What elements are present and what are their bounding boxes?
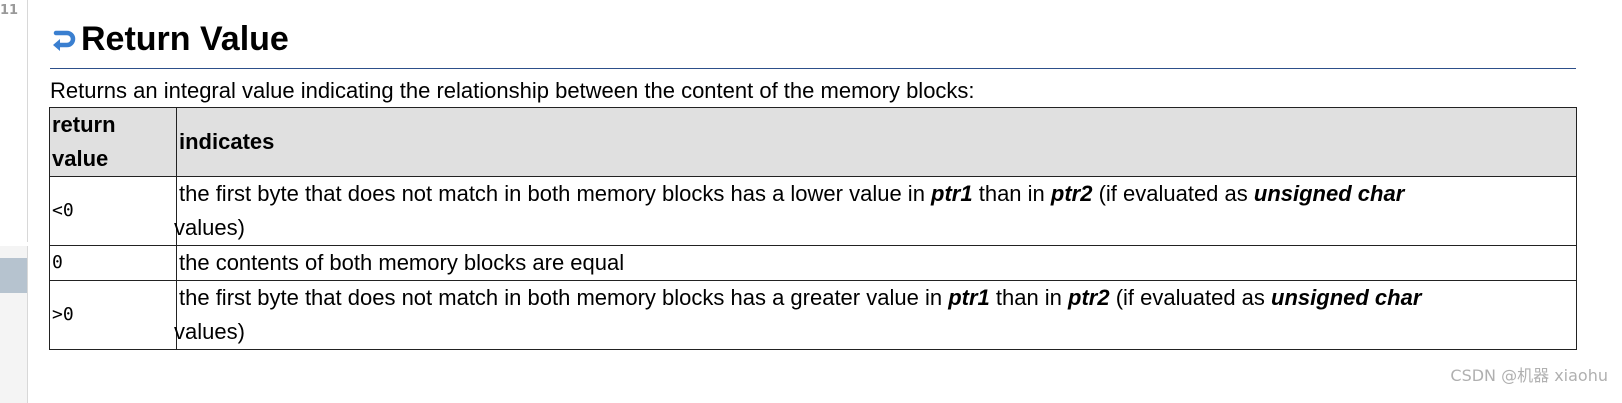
return-value-cell: 0	[49, 245, 177, 281]
section-heading: Return Value	[50, 18, 1576, 69]
section-title: Return Value	[81, 20, 289, 58]
text: (if evaluated as	[1092, 181, 1254, 206]
header-label: return value	[52, 112, 116, 171]
return-value-cell: >0	[49, 280, 177, 350]
text: values)	[174, 215, 245, 240]
header-indicates: indicates	[176, 107, 1577, 177]
description-cell: the contents of both memory blocks are e…	[176, 245, 1577, 281]
watermark: CSDN @机器 xiaohu	[1450, 366, 1608, 385]
return-arrow-icon	[53, 30, 76, 51]
intro-paragraph: Returns an integral value indicating the…	[50, 78, 975, 103]
param-ptr1: ptr1	[948, 285, 990, 310]
table-row: 0 the contents of both memory blocks are…	[49, 245, 1577, 281]
return-value-table: return value indicates <0 the first byte…	[49, 107, 1577, 350]
return-value-cell: <0	[49, 176, 177, 246]
text: the contents of both memory blocks are e…	[179, 250, 625, 275]
text: the first byte that does not match in bo…	[179, 285, 949, 310]
type-unsigned-char: unsigned char	[1271, 285, 1422, 310]
description-cell: the first byte that does not match in bo…	[174, 176, 1577, 246]
description-cell: the first byte that does not match in bo…	[174, 280, 1577, 350]
param-ptr2: ptr2	[1068, 285, 1110, 310]
table-header-row: return value indicates	[49, 107, 1577, 177]
side-panel-selection[interactable]	[0, 258, 27, 293]
text: values)	[174, 319, 245, 344]
header-label: indicates	[179, 129, 275, 154]
text: (if evaluated as	[1109, 285, 1272, 310]
text: than in	[989, 285, 1069, 310]
param-ptr2: ptr2	[1050, 181, 1093, 206]
header-return-value: return value	[49, 107, 177, 177]
type-unsigned-char: unsigned char	[1253, 181, 1405, 206]
param-ptr1: ptr1	[931, 181, 973, 206]
text: the first byte that does not match in bo…	[179, 181, 932, 206]
text: than in	[972, 181, 1051, 206]
table-row: >0 the first byte that does not match in…	[49, 280, 1577, 350]
line-number: 11	[0, 3, 19, 18]
editor-gutter: 11	[0, 0, 28, 242]
table-row: <0 the first byte that does not match in…	[49, 176, 1577, 246]
